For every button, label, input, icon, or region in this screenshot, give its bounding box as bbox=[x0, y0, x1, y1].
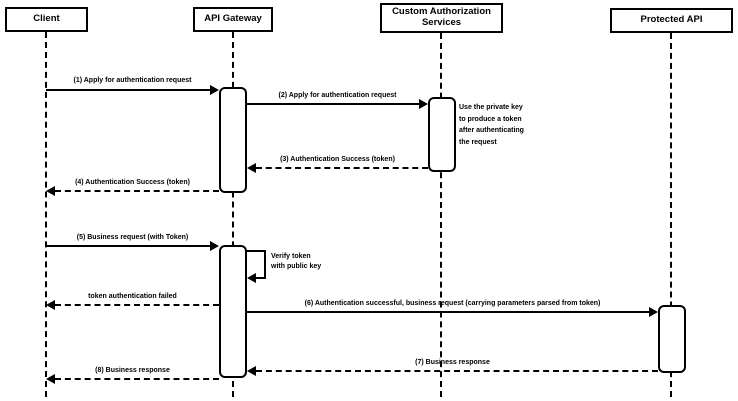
message-label-8: (8) Business response bbox=[95, 367, 170, 374]
note-private-key: Use the private key to produce a token a… bbox=[459, 104, 524, 146]
arrowhead-left-7 bbox=[247, 366, 256, 376]
participant-api-gateway: API Gateway bbox=[193, 7, 273, 32]
participant-client: Client bbox=[5, 7, 88, 32]
activation-custom-authorization-services bbox=[428, 97, 456, 172]
arrowhead-left-self bbox=[247, 273, 256, 283]
message-arrow-5 bbox=[46, 245, 210, 247]
message-arrow-8 bbox=[55, 378, 219, 380]
message-label-3: (3) Authentication Success (token) bbox=[280, 156, 395, 163]
message-label-4: (4) Authentication Success (token) bbox=[75, 179, 190, 186]
message-arrow-7 bbox=[256, 370, 658, 372]
message-label-7: (7) Business response bbox=[415, 359, 490, 366]
message-arrow-6 bbox=[247, 311, 649, 313]
self-message-label: Verify token with public key bbox=[271, 253, 322, 270]
message-label-token-failed: token authentication failed bbox=[88, 293, 177, 300]
message-arrow-token-failed bbox=[55, 304, 219, 306]
message-arrow-1 bbox=[46, 89, 210, 91]
participant-api-gateway-label: API Gateway bbox=[204, 13, 262, 25]
participant-protected-api-label: Protected API bbox=[640, 14, 703, 26]
message-arrow-2 bbox=[247, 103, 419, 105]
message-label-2: (2) Apply for authentication request bbox=[278, 92, 397, 99]
arrowhead-right-1 bbox=[210, 85, 219, 95]
lifeline-client bbox=[45, 32, 47, 397]
lifeline-protected-api bbox=[670, 33, 672, 397]
self-message-vertical-line bbox=[264, 250, 266, 278]
participant-protected-api: Protected API bbox=[610, 8, 733, 33]
activation-protected-api bbox=[658, 305, 686, 373]
lifeline-custom-authorization-services bbox=[440, 33, 442, 397]
message-arrow-3 bbox=[256, 167, 428, 169]
message-arrow-4 bbox=[55, 190, 219, 192]
arrowhead-left-4 bbox=[46, 186, 55, 196]
participant-client-label: Client bbox=[33, 13, 60, 25]
message-label-5: (5) Business request (with Token) bbox=[76, 234, 189, 241]
message-label-6: (6) Authentication successful, business … bbox=[304, 300, 601, 307]
arrowhead-left-token-failed bbox=[46, 300, 55, 310]
arrowhead-right-6 bbox=[649, 307, 658, 317]
arrowhead-left-3 bbox=[247, 163, 256, 173]
self-message-top-line bbox=[247, 250, 266, 252]
self-message-bottom-line bbox=[256, 277, 266, 279]
message-label-1: (1) Apply for authentication request bbox=[73, 77, 192, 84]
arrowhead-left-8 bbox=[46, 374, 55, 384]
lifeline-api-gateway bbox=[232, 32, 234, 397]
arrowhead-right-5 bbox=[210, 241, 219, 251]
activation-api-gateway-auth bbox=[219, 87, 247, 193]
activation-api-gateway-business bbox=[219, 245, 247, 378]
participant-custom-authorization-services-label: Custom Authorization Services bbox=[392, 6, 491, 28]
arrowhead-right-2 bbox=[419, 99, 428, 109]
participant-custom-authorization-services: Custom Authorization Services bbox=[380, 3, 503, 33]
